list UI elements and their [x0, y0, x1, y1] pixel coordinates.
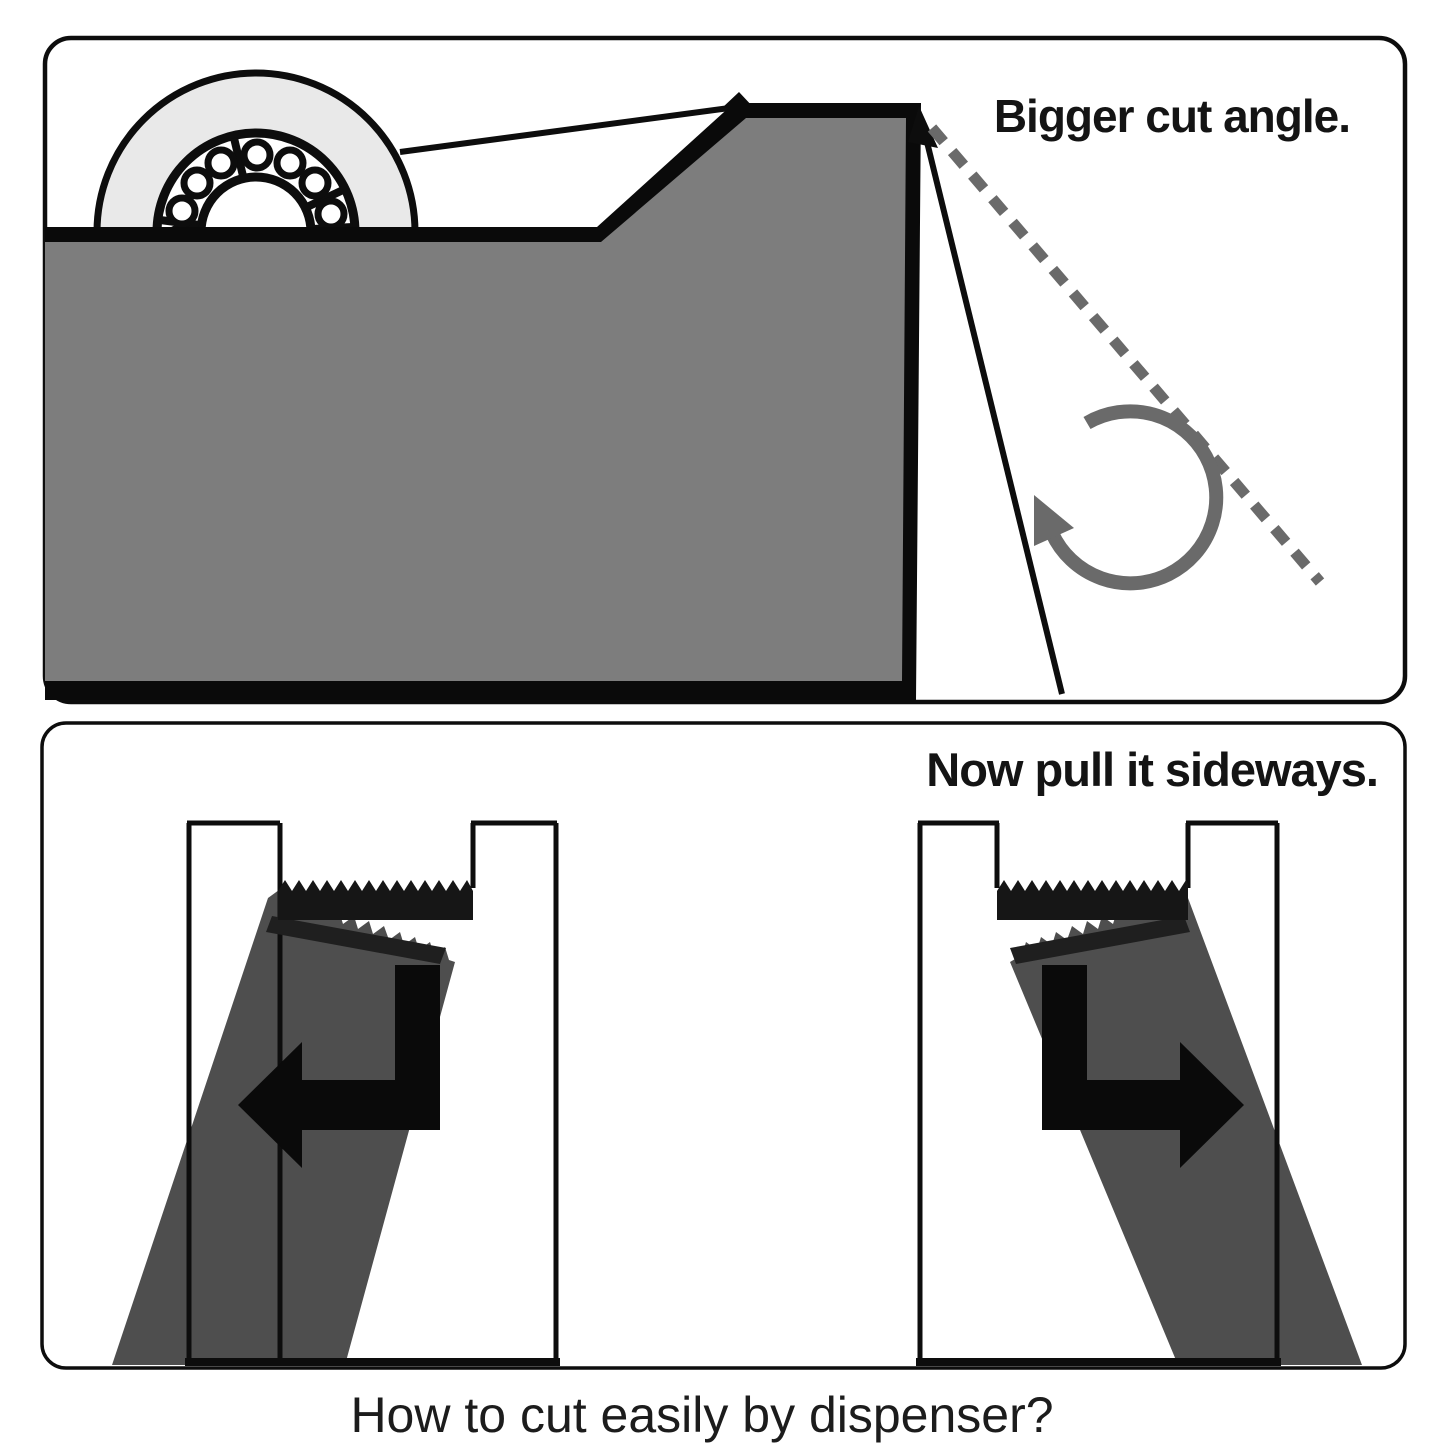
- pull-right-arrow-icon: [1042, 965, 1244, 1168]
- label-now-pull-sideways: Now pull it sideways.: [926, 743, 1378, 796]
- pull-left-arrow-icon: [238, 965, 440, 1168]
- tape-edge-tip: [722, 92, 754, 108]
- tape-strand-line: [399, 104, 738, 155]
- dispenser-front-view-right: [916, 820, 1362, 1366]
- label-bigger-cut-angle: Bigger cut angle.: [994, 90, 1350, 142]
- pull-direction-arrowhead: [908, 106, 938, 148]
- panel-bigger-cut-angle: Bigger cut angle.: [42, 35, 1408, 705]
- tape-torn-edge-left: [266, 916, 446, 964]
- caption-question: How to cut easily by dispenser?: [350, 1387, 1053, 1443]
- pull-direction-line: [924, 141, 1065, 695]
- cutter-blade-left: [278, 880, 473, 920]
- tape-torn-edge-right: [1010, 916, 1190, 964]
- panel-pull-sideways: Now pull it sideways.: [40, 721, 1407, 1370]
- dispenser-front-view-left: [112, 820, 560, 1366]
- rotate-arrow-icon: [1034, 404, 1224, 591]
- dispenser-body: [45, 118, 906, 681]
- bigger-angle-dashed-line: [927, 124, 1325, 586]
- cutter-blade-right: [997, 880, 1188, 920]
- dispenser-outline-right: [916, 820, 1281, 1366]
